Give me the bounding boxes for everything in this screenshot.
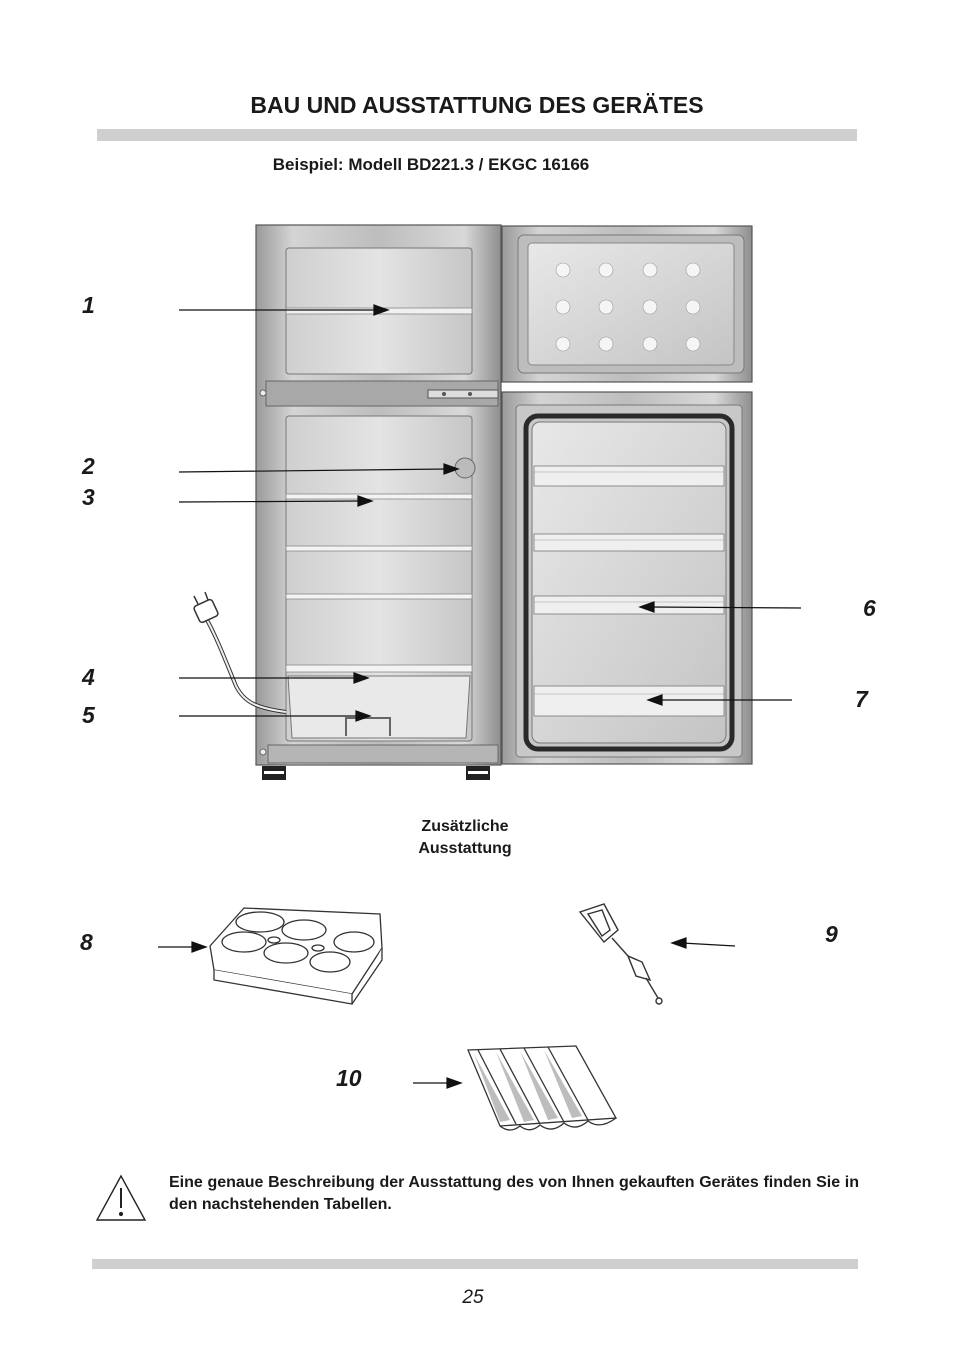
- callout-3: 3: [82, 484, 95, 510]
- callout-5: 5: [82, 702, 95, 728]
- callout-7: 7: [855, 686, 868, 712]
- extra-equipment-heading: Zusätzliche Ausstattung: [365, 816, 565, 860]
- page-number: 25: [462, 1287, 484, 1308]
- header-rule: [97, 129, 857, 141]
- callout-10: 10: [336, 1065, 362, 1091]
- callout-1: 1: [82, 292, 95, 318]
- equipment-note: Eine genaue Beschreibung der Ausstattung…: [169, 1174, 859, 1213]
- bottle-rack-illustration: [467, 1045, 618, 1131]
- page-title: BAU UND AUSSTATTUNG DES GERÄTES: [250, 92, 704, 118]
- callout-2: 2: [82, 453, 95, 479]
- callout-9: 9: [825, 921, 838, 947]
- callout-8: 8: [80, 929, 93, 955]
- ice-scraper-illustration: [578, 903, 663, 1005]
- egg-tray-illustration: [209, 907, 383, 1005]
- footer-rule: [92, 1259, 858, 1269]
- callout-4: 4: [82, 664, 95, 690]
- extra-heading-line1: Zusätzliche: [421, 818, 509, 835]
- extra-heading-line2: Ausstattung: [418, 840, 512, 857]
- warning-triangle-icon: [95, 1174, 147, 1221]
- model-subtitle: Beispiel: Modell BD221.3 / EKGC 16166: [272, 155, 590, 174]
- callout-6: 6: [863, 595, 876, 621]
